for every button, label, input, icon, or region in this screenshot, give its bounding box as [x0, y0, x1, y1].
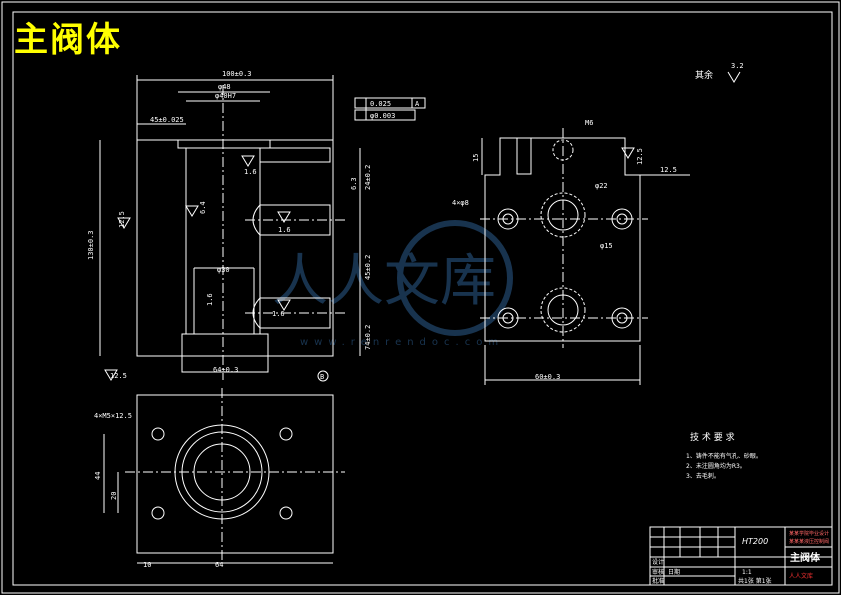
dim-side-holes: 4×φ8 [452, 199, 469, 207]
side-port-lower [252, 297, 331, 329]
dim-bore-d48: φ48 [218, 83, 231, 91]
tb-scale: 1:1 [742, 569, 752, 576]
surface-note-value: 3.2 [731, 62, 744, 70]
side-port-upper [260, 147, 331, 163]
dim-45: 45±0.2 [364, 255, 372, 280]
roughness-symbol [621, 147, 635, 159]
drawing-title: 主阀体 [14, 20, 122, 60]
tb-part-name: 主阀体 [790, 551, 821, 564]
top-flange [177, 139, 271, 149]
fcf-datum: A [415, 100, 420, 108]
roughness-value-e: 6.3 [350, 177, 358, 190]
roughness-left-value: 12.5 [118, 211, 126, 228]
roughness-value-d: 1.6 [206, 293, 214, 306]
bottom-flange [181, 333, 269, 373]
fcf-position: φ0.003 [370, 112, 395, 120]
side-slot [516, 137, 532, 175]
roughness-symbol [727, 71, 741, 83]
roughness-value-a: 1.6 [244, 168, 257, 176]
roughness-symbol [277, 299, 291, 311]
roughness-value-b: 1.6 [278, 226, 291, 234]
bottom-hole-tr [279, 427, 293, 441]
tb-row-design: 设计 [652, 558, 664, 566]
watermark-logo-ring [397, 220, 513, 336]
tb-school: 某某学院毕业设计 [789, 530, 829, 537]
roughness-side-value: 12.5 [660, 166, 677, 174]
tech-item: 3、去毛刺。 [686, 472, 720, 480]
roughness-symbol [104, 369, 118, 381]
dim-side-width: 60±0.3 [535, 373, 560, 381]
bottom-view-outline [136, 394, 334, 554]
dim-bottom-10: 10 [143, 561, 151, 569]
side-view-outline [484, 137, 641, 342]
roughness-symbol [277, 211, 291, 223]
dim-bottom-holes: 4×M5×12.5 [94, 412, 132, 420]
dim-24: 24±0.2 [364, 165, 372, 190]
watermark: 人人文库 www.renrendoc.com [272, 220, 513, 348]
surface-note-label: 其余 [695, 69, 713, 81]
watermark-brand-text: 人人文库 [272, 249, 496, 314]
bottom-hole-br [279, 506, 293, 520]
side-port-middle [252, 204, 331, 236]
dim-side-h2: 12.5 [636, 148, 644, 165]
watermark-url-text: www.renrendoc.com [300, 337, 504, 348]
datum-marker [317, 370, 329, 382]
dim-left-offset: 45±0.025 [150, 116, 184, 124]
tb-material: HT200 [742, 537, 768, 546]
tb-subtitle: 某某某液压控制阀 [789, 538, 829, 545]
surface-roughness-note: 其余 3.2 [695, 62, 744, 83]
title-block-text: HT200 主阀体 某某学院毕业设计 某某某液压控制阀 设计 审核 批准 日期 … [652, 530, 829, 585]
roughness-symbol [185, 205, 199, 217]
dim-side-thread: M6 [585, 119, 593, 127]
side-bore-lower [540, 287, 586, 333]
dim-bottom-64: 64 [215, 561, 223, 569]
dim-top-width: 100±0.3 [222, 70, 252, 78]
tb-brand: 人人文库 [789, 572, 813, 580]
roughness-value-f: 12.5 [110, 372, 127, 380]
front-view-labels: 100±0.3 φ48 φ40H7 45±0.025 130±0.3 12.5 … [87, 70, 420, 381]
dim-side-h1: 15 [472, 154, 480, 162]
tech-item: 2、未注圆角均为R3。 [686, 462, 746, 470]
roughness-symbol [241, 155, 255, 167]
dim-d30: φ30 [217, 266, 230, 274]
dim-bottom-20: 20 [110, 492, 118, 500]
tech-item: 1、铸件不能有气孔、砂眼。 [686, 452, 762, 460]
side-view-labels: 60±0.3 15 12.5 12.5 4×φ8 M6 φ22 φ15 [452, 119, 677, 381]
tb-sheet: 共1张 第1张 [738, 577, 772, 585]
technical-requirements: 技 术 要 求 1、铸件不能有气孔、砂眼。 2、未注圆角均为R3。 3、去毛刺。 [686, 431, 762, 480]
tb-row-check: 审核 [652, 568, 664, 576]
dim-bottom-44: 44 [94, 472, 102, 480]
fcf-perpendicularity: 0.025 [370, 100, 391, 108]
roughness-symbol [117, 217, 131, 229]
roughness-mid-value: 6.4 [199, 201, 207, 214]
tb-row-approve: 批准 [652, 577, 664, 585]
feature-control-frame-1 [354, 97, 426, 109]
side-view [480, 128, 690, 385]
inner-border [12, 11, 833, 586]
dim-bottom-width: 64±0.3 [213, 366, 238, 374]
front-section-view [99, 75, 426, 382]
bottom-view-labels: 44 20 10 64 4×M5×12.5 [94, 412, 223, 569]
bottom-view [103, 388, 345, 564]
dim-74: 74±0.2 [364, 325, 372, 350]
side-bore-upper [540, 192, 586, 238]
dim-bore-d40: φ40H7 [215, 92, 236, 100]
feature-control-frame-2 [354, 109, 416, 121]
tech-requirements-title: 技 术 要 求 [690, 431, 735, 443]
dim-side-d22: φ22 [595, 182, 608, 190]
title-block-frame [649, 526, 833, 586]
title-block [649, 526, 833, 586]
bottom-hole-tl [151, 427, 165, 441]
bottom-hole-bl [151, 506, 165, 520]
dim-total-height: 130±0.3 [87, 230, 95, 260]
dim-side-d15: φ15 [600, 242, 613, 250]
datum-label: B [320, 373, 324, 381]
main-body-outline [136, 139, 334, 357]
roughness-value-c: 1.6 [272, 310, 285, 318]
tb-row-date: 日期 [668, 568, 680, 576]
